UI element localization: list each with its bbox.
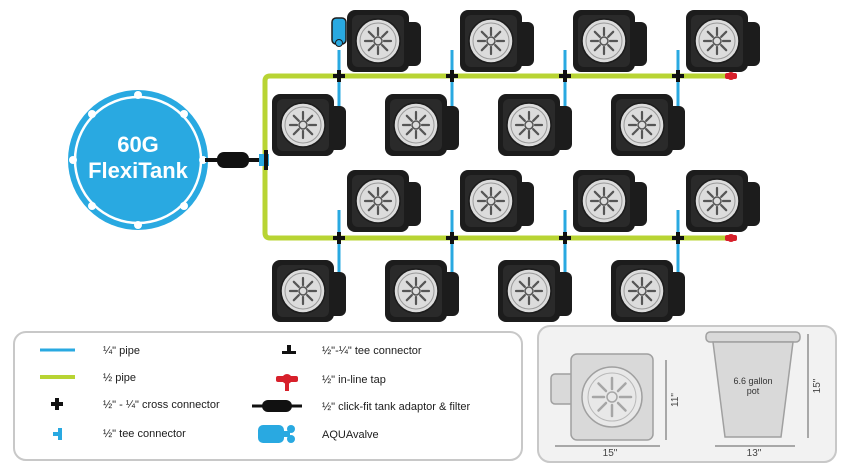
pot (383, 92, 461, 158)
aquavalve-icon (331, 17, 347, 47)
tray-drawing (550, 353, 654, 441)
pot (684, 168, 762, 234)
pot (270, 92, 348, 158)
pot (609, 258, 687, 324)
tray-height-label: 11" (670, 393, 681, 407)
pot (383, 258, 461, 324)
pot (571, 8, 649, 74)
cross-connector-icon (51, 398, 63, 410)
tank-grommet-icon (180, 110, 188, 118)
legend-panel (13, 331, 523, 461)
cross-connector-icon (559, 232, 571, 244)
tank-capacity: 60G (117, 132, 159, 157)
tank-grommet-icon (134, 221, 142, 229)
aquavalve-icon (258, 425, 295, 443)
pot-drawing (705, 331, 801, 438)
cross-connector-icon (559, 70, 571, 82)
legend-label: ½" tee connector (103, 428, 186, 440)
pot-height-label: 15" (812, 378, 823, 393)
legend-label: ½" in-line tap (322, 374, 386, 386)
pot (458, 8, 536, 74)
pot-label-line1: 6.6 gallon (733, 376, 772, 386)
cross-connector-icon (672, 232, 684, 244)
pot-width-label: 13" (747, 448, 762, 459)
cross-connector-icon (446, 70, 458, 82)
tank-grommet-icon (69, 156, 77, 164)
legend-label: ¼" pipe (103, 345, 140, 357)
tank-adaptor-filter (205, 150, 269, 170)
pot (571, 168, 649, 234)
tank-adaptor-icon (252, 400, 302, 412)
tee-connector-icon (53, 428, 62, 440)
legend-label: ½ pipe (103, 372, 136, 384)
pot (458, 168, 536, 234)
pot (496, 258, 574, 324)
cross-connector-icon (446, 232, 458, 244)
cross-connector-icon (672, 70, 684, 82)
connectors (333, 70, 737, 244)
flexitank: 60G FlexiTank (68, 90, 208, 230)
legend-label: ½"-¼" tee connector (322, 345, 422, 357)
pot-label-line2: pot (747, 386, 760, 396)
pot (345, 168, 423, 234)
pot (270, 258, 348, 324)
pot (496, 92, 574, 158)
tank-name: FlexiTank (88, 158, 189, 183)
legend-label: ½" - ¼" cross connector (103, 399, 220, 411)
tank-grommet-icon (180, 202, 188, 210)
legend-label: AQUAvalve (322, 429, 379, 441)
pot (684, 8, 762, 74)
cross-connector-icon (333, 232, 345, 244)
tank-grommet-icon (134, 91, 142, 99)
cross-connector-icon (333, 70, 345, 82)
inline-tap-icon (727, 72, 735, 80)
quarter-pipes (337, 50, 680, 276)
inline-tap-icon (727, 234, 735, 242)
pot (609, 92, 687, 158)
half-quarter-tee-icon (282, 345, 296, 354)
pots (270, 8, 762, 324)
legend-label: ½" click-fit tank adaptor & filter (322, 401, 471, 413)
tank-grommet-icon (88, 110, 96, 118)
tank-grommet-icon (88, 202, 96, 210)
inline-tap-icon (276, 374, 298, 391)
tray-width-label: 15" (603, 448, 618, 459)
pot (345, 8, 423, 74)
